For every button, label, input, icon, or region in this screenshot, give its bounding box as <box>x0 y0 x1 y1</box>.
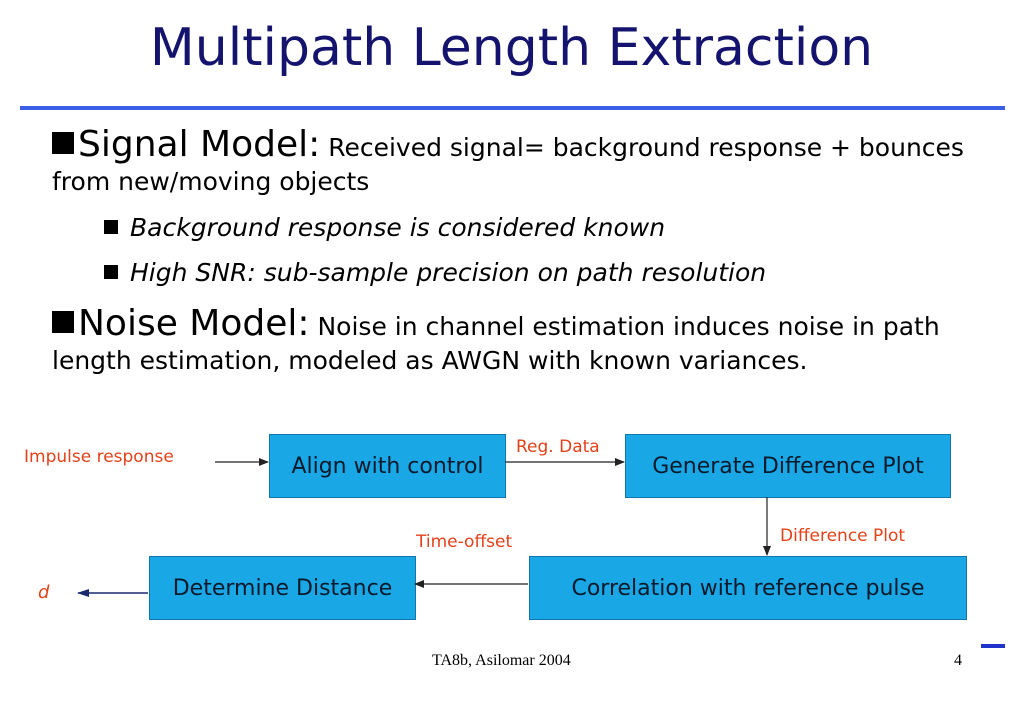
signal-bullet-1: Background response is considered known <box>104 213 1004 243</box>
square-bullet-icon <box>104 265 118 279</box>
signal-bullet-1-text: Background response is considered known <box>130 213 666 242</box>
signal-bullet-2: High SNR: sub-sample precision on path r… <box>104 258 1004 288</box>
square-bullet-icon <box>52 311 74 333</box>
footer-text: TA8b, Asilomar 2004 <box>432 652 571 669</box>
signal-model-text: Received signal= background response + b… <box>52 133 964 196</box>
square-bullet-icon <box>104 220 118 234</box>
noise-model-paragraph: Noise Model: Noise in channel estimation… <box>52 306 1002 378</box>
square-bullet-icon <box>52 132 74 154</box>
difference-plot-label: Difference Plot <box>780 526 906 546</box>
noise-model-heading: Noise Model: <box>78 303 310 344</box>
signal-bullet-2-text: High SNR: sub-sample precision on path r… <box>130 258 767 287</box>
determine-box: Determine Distance <box>149 556 416 620</box>
reg-data-label: Reg. Data <box>516 437 600 457</box>
correlation-box: Correlation with reference pulse <box>529 556 967 620</box>
page-number: 4 <box>954 652 962 669</box>
signal-model-heading: Signal Model: <box>78 124 321 165</box>
input-label: Impulse response <box>24 447 174 467</box>
generate-box: Generate Difference Plot <box>625 434 951 498</box>
noise-model-text: Noise in channel estimation induces nois… <box>52 312 940 375</box>
output-label: d <box>38 582 50 603</box>
slide-title: Multipath Length Extraction <box>149 18 874 78</box>
align-box: Align with control <box>269 434 506 498</box>
title-divider <box>20 106 1005 110</box>
signal-model-paragraph: Signal Model: Received signal= backgroun… <box>52 127 1002 199</box>
logo-mark-icon <box>981 644 1005 648</box>
time-offset-label: Time-offset <box>416 532 513 552</box>
